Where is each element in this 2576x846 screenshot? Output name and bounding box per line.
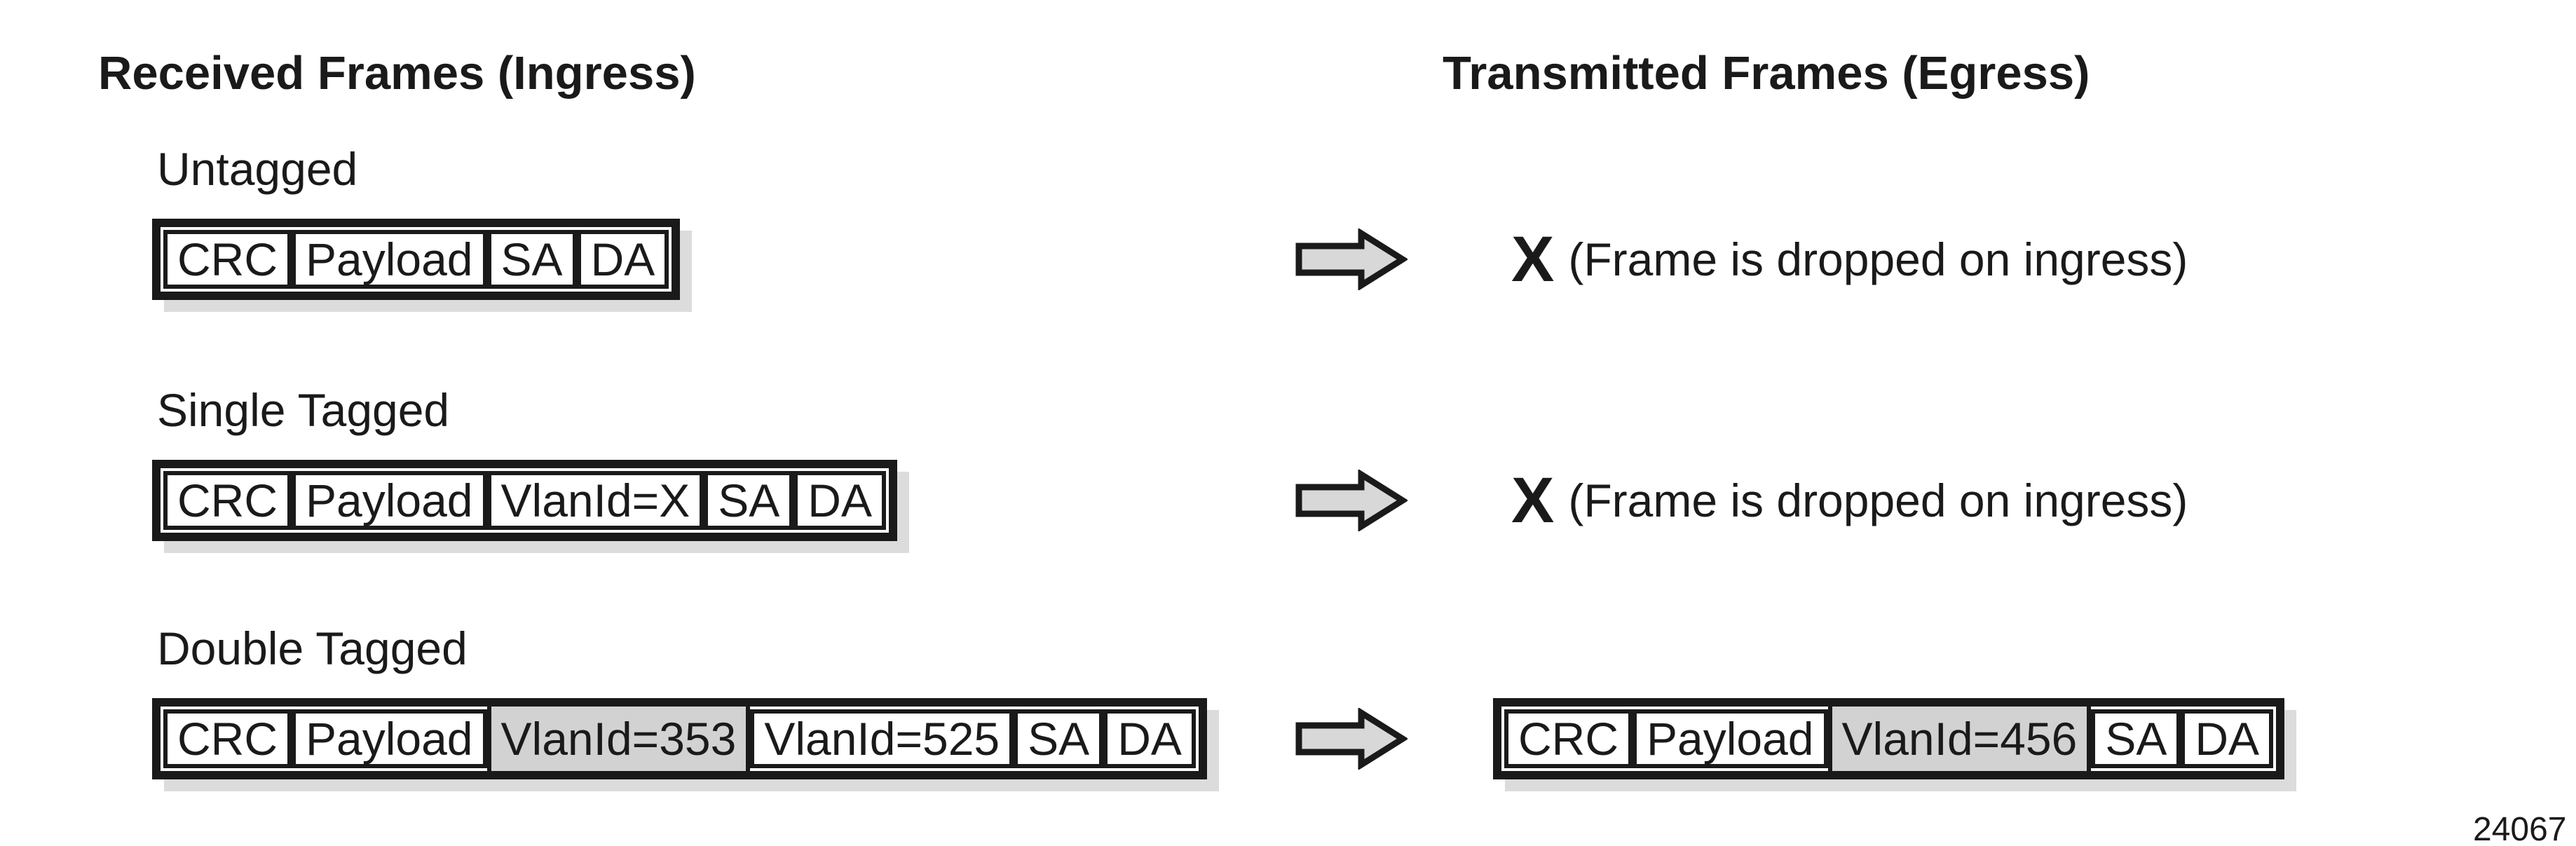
right-block-arrow-icon [1295, 707, 1409, 771]
frame-cell: SA [1014, 709, 1104, 768]
frame-cell: SA [2091, 709, 2181, 768]
frame-type-label: Single Tagged [157, 384, 450, 436]
dropped-frame-result: X(Frame is dropped on ingress) [1511, 223, 2188, 296]
dropped-frame-x-mark: X [1511, 465, 1555, 536]
dropped-frame-note: (Frame is dropped on ingress) [1568, 233, 2188, 285]
right-block-arrow-icon [1295, 468, 1409, 533]
frame-cell: DA [793, 471, 886, 530]
frame-cell: Payload [292, 471, 487, 530]
frame-cell: SA [704, 471, 794, 530]
frame-type-label: Untagged [157, 143, 358, 195]
frame-cell-vlan-tag: VlanId=353 [486, 707, 751, 771]
frame-cell: Payload [1633, 709, 1828, 768]
frame-cell: CRC [1504, 709, 1633, 768]
frame-cell: Payload [292, 230, 487, 289]
frame-cell: Payload [292, 709, 487, 768]
frame-cell: VlanId=525 [750, 709, 1014, 768]
frame-cell: DA [1103, 709, 1196, 768]
frame-cell: CRC [163, 230, 292, 289]
frame-cell: SA [486, 230, 577, 289]
frame-cell: VlanId=X [486, 471, 704, 530]
right-block-arrow-icon [1295, 227, 1409, 292]
frame-cell-vlan-tag: VlanId=456 [1827, 707, 2092, 771]
frame-type-label: Double Tagged [157, 622, 468, 674]
frame-cell: CRC [163, 709, 292, 768]
ingress-column-title: Received Frames (Ingress) [98, 47, 696, 100]
dropped-frame-result: X (Frame is dropped on ingress) [1511, 464, 2188, 537]
dropped-frame-x-mark: X [1511, 224, 1555, 295]
frame-cell: DA [2181, 709, 2274, 768]
frame-cell: DA [576, 230, 669, 289]
egress-column-title: Transmitted Frames (Egress) [1443, 47, 2090, 100]
figure-number: 24067 [2473, 811, 2567, 846]
frame-cell: CRC [163, 471, 292, 530]
dropped-frame-note: (Frame is dropped on ingress) [1568, 475, 2188, 526]
